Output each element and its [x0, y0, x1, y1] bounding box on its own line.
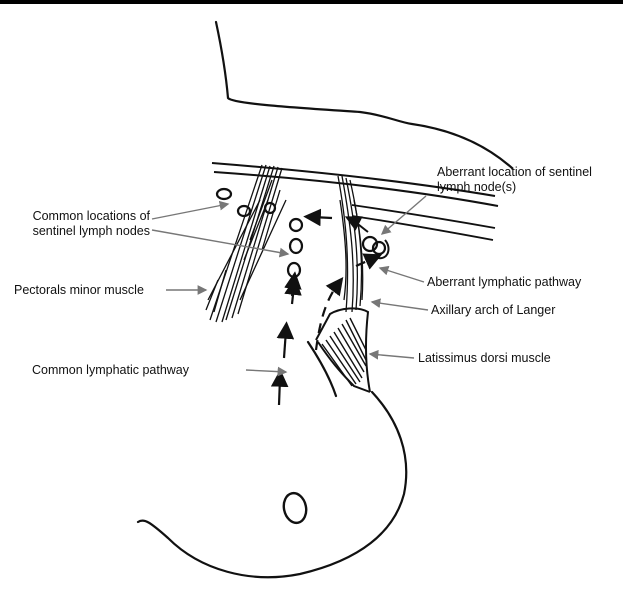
- axillary-band-3: [352, 205, 495, 228]
- pectoralis-minor-muscle: [206, 165, 286, 322]
- label-common-locations-line2: sentinel lymph nodes: [10, 224, 150, 239]
- common-lymphatic-arrows: [279, 280, 294, 405]
- lymph-node: [217, 189, 231, 199]
- label-aberrant-location-line2: lymph node(s): [437, 180, 592, 195]
- latissimus-dorsi-muscle: [316, 308, 370, 392]
- axillary-band-4: [352, 216, 493, 240]
- label-aberrant-pathway: Aberrant lymphatic pathway: [427, 275, 581, 290]
- leader-latissimus-dorsi: [370, 354, 414, 358]
- label-axillary-arch: Axillary arch of Langer: [431, 303, 555, 318]
- lymph-node: [238, 206, 250, 216]
- leader-common-pathway: [246, 370, 286, 372]
- label-latissimus-dorsi: Latissimus dorsi muscle: [418, 351, 551, 366]
- label-common-locations-line1: Common locations of: [10, 209, 150, 224]
- label-pectoralis-minor: Pectorals minor muscle: [14, 283, 144, 298]
- axillary-arch-muscle: [338, 176, 363, 312]
- label-aberrant-location: Aberrant location of sentinel lymph node…: [437, 165, 592, 195]
- leader-aberrant-pathway: [380, 268, 424, 282]
- label-aberrant-location-line1: Aberrant location of sentinel: [437, 165, 592, 180]
- horizontal-arrow: [312, 217, 332, 218]
- label-common-pathway: Common lymphatic pathway: [32, 363, 189, 378]
- leader-common-locations-2: [152, 230, 288, 254]
- lymph-node: [290, 239, 302, 253]
- arm-contour: [216, 22, 512, 168]
- nipple: [281, 491, 309, 525]
- lymph-node: [290, 219, 302, 231]
- lymph-node: [288, 263, 300, 277]
- leader-common-locations-1: [152, 204, 228, 219]
- leader-axillary-arch: [372, 302, 428, 310]
- label-common-locations: Common locations of sentinel lymph nodes: [10, 209, 150, 239]
